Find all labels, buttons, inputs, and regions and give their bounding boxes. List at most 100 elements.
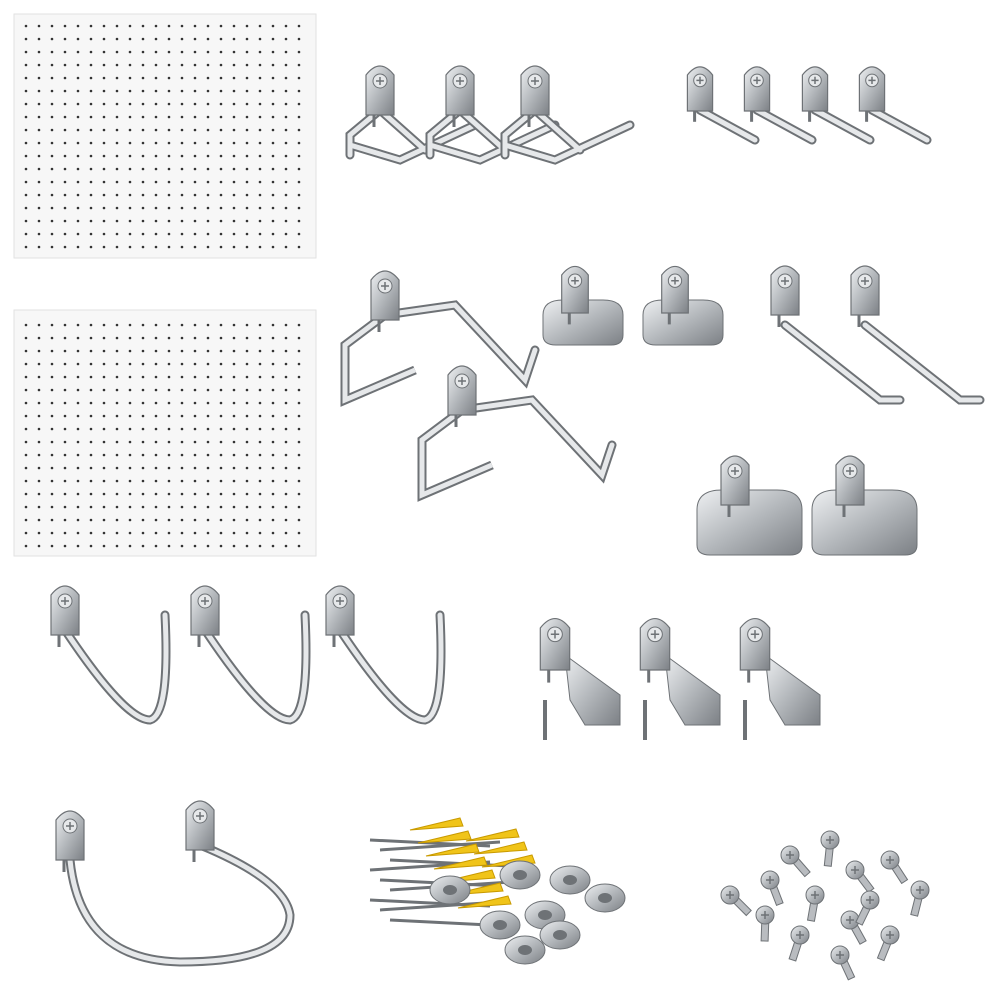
phillips-icon	[846, 467, 854, 475]
phillips-icon	[650, 630, 660, 639]
phillips-icon	[868, 76, 876, 84]
hook-rod	[337, 612, 444, 723]
mounting-bracket	[835, 455, 865, 506]
tool-holder-clip	[739, 617, 821, 740]
phillips-icon	[66, 822, 74, 830]
hook-rod	[502, 107, 633, 163]
phillips-icon	[786, 851, 794, 859]
double-prong-hook	[417, 365, 617, 502]
phillips-icon	[761, 911, 769, 919]
phillips-icon	[61, 597, 69, 605]
mounting-bracket	[185, 800, 215, 851]
l-hook	[345, 65, 480, 165]
loop-hook-second-bracket	[185, 800, 215, 862]
hook-rod	[782, 322, 903, 403]
phillips-icon	[753, 76, 761, 84]
phillips-icon	[731, 467, 739, 475]
l-hook	[500, 65, 635, 165]
mounting-bracket	[55, 810, 85, 861]
phillips-icon	[886, 931, 894, 939]
phillips-icon	[376, 77, 384, 85]
phillips-icon	[671, 276, 679, 285]
tool-holder-clip	[539, 617, 621, 740]
spring-clip-holder-large	[811, 455, 918, 556]
mounting-bracket	[50, 585, 80, 636]
wall-anchor	[425, 843, 480, 857]
mounting-bracket	[520, 65, 550, 116]
phillips-icon	[196, 812, 204, 820]
curved-j-hook	[190, 585, 311, 725]
hook-rod	[754, 107, 815, 143]
double-prong-hook	[340, 270, 540, 407]
phillips-icon	[381, 282, 389, 290]
phillips-icon	[336, 597, 344, 605]
mounting-bracket	[639, 617, 671, 671]
spring-clip-holder	[542, 265, 624, 346]
mounting-bracket	[801, 66, 829, 112]
curved-j-hook	[325, 585, 446, 725]
mounting-bracket	[365, 65, 395, 116]
mounting-bracket	[739, 617, 771, 671]
phillips-icon	[861, 277, 869, 285]
mounting-bracket	[743, 66, 771, 112]
mounting-bracket	[858, 66, 886, 112]
hook-rod	[202, 612, 309, 723]
wall-anchor	[409, 817, 464, 831]
screws-anchors-washers	[369, 817, 626, 965]
hook-rod	[812, 107, 873, 143]
mounting-bracket	[686, 66, 714, 112]
hook-rod	[67, 842, 293, 965]
wall-anchor	[457, 895, 512, 909]
tool-holder-clip	[639, 617, 721, 740]
wall-anchor	[465, 828, 520, 842]
long-screw	[379, 840, 501, 852]
mounting-bracket	[370, 270, 400, 321]
mounting-bracket	[770, 265, 800, 316]
phillips-icon	[201, 597, 209, 605]
spring-clip-holder	[642, 265, 724, 346]
hook-rod	[862, 322, 983, 403]
short-screws	[720, 830, 930, 981]
hook-rod	[697, 107, 758, 143]
phillips-icon	[550, 630, 560, 639]
curved-j-hook	[50, 585, 171, 725]
mounting-bracket	[661, 265, 689, 314]
loop-hook	[55, 810, 295, 967]
mounting-bracket	[561, 265, 589, 314]
phillips-icon	[750, 630, 760, 639]
short-straight-hook	[743, 66, 817, 145]
phillips-icon	[458, 377, 466, 385]
long-straight-hook	[850, 265, 985, 405]
phillips-icon	[571, 276, 579, 285]
mounting-bracket	[850, 265, 880, 316]
phillips-icon	[836, 951, 844, 959]
phillips-icon	[846, 916, 854, 924]
wall-anchor	[433, 856, 488, 870]
hook-rod	[347, 107, 478, 163]
phillips-icon	[886, 856, 894, 864]
pegboard-panel-bottom	[13, 309, 317, 557]
long-straight-hook	[770, 265, 905, 405]
short-straight-hook	[686, 66, 760, 145]
phillips-icon	[826, 836, 834, 844]
phillips-icon	[811, 891, 819, 899]
phillips-icon	[531, 77, 539, 85]
l-hook	[425, 65, 560, 165]
spring-clip-holder-large	[696, 455, 803, 556]
mounting-bracket	[447, 365, 477, 416]
hook-rod	[869, 107, 930, 143]
short-straight-hook	[801, 66, 875, 145]
wall-anchor	[417, 830, 472, 844]
phillips-icon	[726, 891, 734, 899]
phillips-icon	[851, 866, 859, 874]
mounting-bracket	[190, 585, 220, 636]
phillips-icon	[456, 77, 464, 85]
phillips-icon	[696, 76, 704, 84]
hook-rod	[419, 397, 615, 499]
hook-rod	[342, 302, 538, 404]
short-straight-hook	[858, 66, 932, 145]
phillips-icon	[781, 277, 789, 285]
mounting-bracket	[445, 65, 475, 116]
hook-rod	[62, 612, 169, 723]
